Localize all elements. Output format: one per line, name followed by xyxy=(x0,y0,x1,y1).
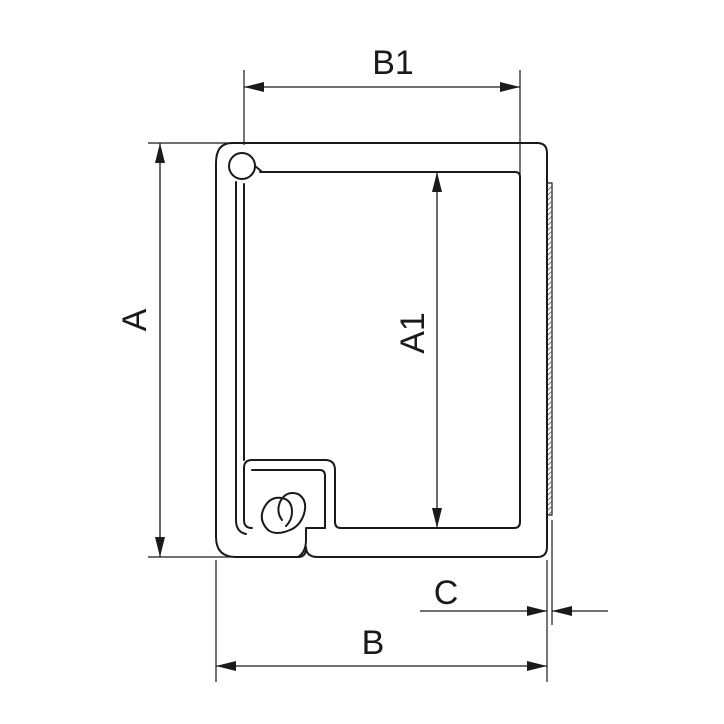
hatch-line xyxy=(547,200,553,206)
snap-hook-inner xyxy=(277,492,307,531)
hatch-line xyxy=(547,345,553,351)
hatch-line xyxy=(547,390,553,396)
hatch-line xyxy=(547,340,553,346)
dimension-c: C xyxy=(420,520,608,625)
hatch-line xyxy=(547,290,553,296)
hatch-line xyxy=(547,265,553,271)
hatch-line xyxy=(547,325,553,331)
hatch-line xyxy=(547,485,553,491)
adhesive-strip xyxy=(547,185,553,516)
hatch-line xyxy=(547,250,553,256)
hatch-line xyxy=(547,460,553,466)
hatch-line xyxy=(547,380,553,386)
a1-label: A1 xyxy=(394,312,432,354)
b1-label: B1 xyxy=(372,44,414,82)
hatch-line xyxy=(547,505,553,511)
arrow-right xyxy=(500,82,520,92)
hatch-line xyxy=(547,240,553,246)
hatch-line xyxy=(547,465,553,471)
right-wall-edge xyxy=(547,182,553,516)
hatch-line xyxy=(547,215,553,221)
hatch-line xyxy=(547,260,553,266)
dimension-a1: A1 xyxy=(394,172,442,528)
hatch-line xyxy=(547,410,553,416)
hatch-line xyxy=(547,470,553,476)
snap-hook-base xyxy=(267,529,291,534)
dimension-b: B xyxy=(215,560,548,682)
hatch-line xyxy=(547,195,553,201)
duct-profile xyxy=(215,142,553,558)
hatch-line xyxy=(547,425,553,431)
hatch-line xyxy=(547,400,553,406)
hatch-line xyxy=(547,455,553,461)
hatch-line xyxy=(547,295,553,301)
hatch-line xyxy=(547,320,553,326)
outer-contour xyxy=(215,142,548,558)
hatch-line xyxy=(547,370,553,376)
hatch-line xyxy=(547,355,553,361)
inner-top-wall xyxy=(243,171,521,529)
hatch-line xyxy=(547,385,553,391)
hatch-line xyxy=(547,210,553,216)
hatch-line xyxy=(547,365,553,371)
c-label: C xyxy=(434,574,459,612)
hatch-line xyxy=(547,475,553,481)
hatch-line xyxy=(547,190,553,196)
hatch-line xyxy=(547,225,553,231)
hatch-line xyxy=(547,395,553,401)
hinge-circle xyxy=(228,152,256,180)
hatch-line xyxy=(547,440,553,446)
hatch-line xyxy=(547,350,553,356)
hatch-line xyxy=(547,415,553,421)
latch-bottom xyxy=(297,527,326,558)
hatch-line xyxy=(547,230,553,236)
hatch-line xyxy=(547,330,553,336)
hatch-line xyxy=(547,205,553,211)
hatch-line xyxy=(547,360,553,366)
hatch-line xyxy=(547,280,553,286)
hatch-line xyxy=(547,335,553,341)
dimension-b1: B1 xyxy=(243,44,521,180)
hatch-line xyxy=(547,445,553,451)
hatch-line xyxy=(547,430,553,436)
hinge-tab xyxy=(254,165,263,173)
hatch-line xyxy=(547,450,553,456)
hatch-line xyxy=(547,375,553,381)
hatch-line xyxy=(547,305,553,311)
hatch-line xyxy=(547,495,553,501)
hatch-line xyxy=(547,420,553,426)
hatch-line xyxy=(547,185,553,191)
hatch-line xyxy=(547,315,553,321)
hatch-line xyxy=(547,490,553,496)
b-label: B xyxy=(362,624,385,662)
hatch-line xyxy=(547,235,553,241)
arrow-left xyxy=(244,82,264,92)
latch-notch xyxy=(251,469,326,529)
hatch-line xyxy=(547,405,553,411)
hatch-line xyxy=(547,310,553,316)
hatch-line xyxy=(547,270,553,276)
a-label: A xyxy=(116,308,154,331)
left-wall-inner-edge xyxy=(235,181,247,535)
hatch-line xyxy=(547,300,553,306)
hatch-line xyxy=(547,480,553,486)
hatch-line xyxy=(547,275,553,281)
dimension-a: A xyxy=(116,142,240,558)
hatch-line xyxy=(547,285,553,291)
snap-hook xyxy=(260,496,293,531)
hatch-line xyxy=(547,220,553,226)
hatch-line xyxy=(547,510,553,516)
hatch-line xyxy=(547,255,553,261)
hatch-line xyxy=(547,435,553,441)
hatch-line xyxy=(547,245,553,251)
hatch-line xyxy=(547,500,553,506)
